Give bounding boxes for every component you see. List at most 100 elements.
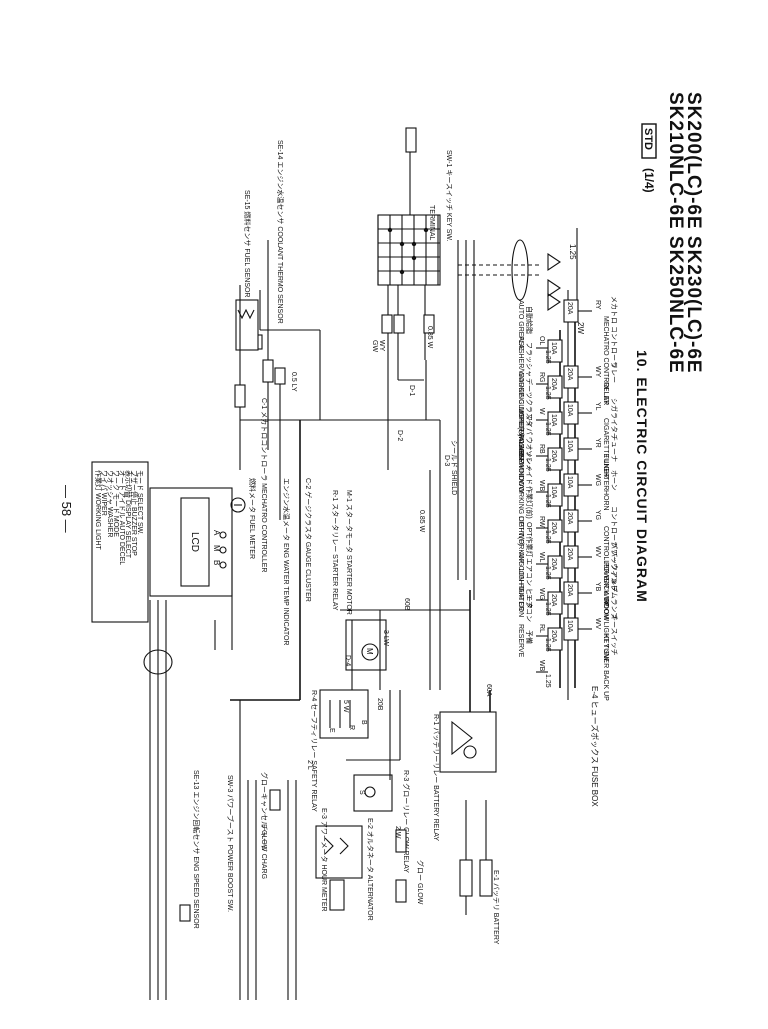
fuse-amp-left: 20A xyxy=(550,522,557,535)
selector-switch: モード SELECT SW. xyxy=(136,470,144,535)
starter-motor: M-1 スタータモータ STARTER MOTOR R-1 スタータリレー ST… xyxy=(230,420,387,701)
header-block: SK200(LC)-6E SK230(LC)-6E SK210NLC-6E SK… xyxy=(634,92,704,603)
fuel-meter-label: 燃料メータ FUEL METER xyxy=(248,478,257,559)
circuit-code: YB xyxy=(594,582,601,592)
circuit-wire-size: 1.25 xyxy=(544,386,551,400)
circuit-name-en: CIGARETTE LIGHTER xyxy=(602,418,609,490)
circuit-code: RL xyxy=(538,624,545,633)
circuit-wire-size: 1.25 xyxy=(544,350,551,364)
circuit-name-en: WORKING LIGHT(F) xyxy=(517,480,524,546)
fuse-amp-left: 20A xyxy=(550,378,557,391)
fuse-amp-right: 10A xyxy=(566,440,573,453)
svg-text:M: M xyxy=(365,648,374,655)
glow-relay: R-3 グローリレー GLOW RELAY xyxy=(353,770,411,873)
selector-switch: 表示切替 DISPLAY SELECT xyxy=(124,470,133,559)
fuse-amp-right: 10A xyxy=(566,620,573,633)
circuit-name-jp: チューナ xyxy=(610,434,618,462)
wire-label: 0.5 LY xyxy=(290,372,297,392)
circuit-name-jp: 作業灯(前) xyxy=(525,486,534,519)
circuit-name-en: AIR CON HEATER xyxy=(517,552,524,611)
battery-relay: R-1 バッテリーリレー BATTERY RELAY xyxy=(432,590,497,841)
wire-label: GW xyxy=(371,340,378,352)
alternator: E-2 オルタネータ ALTERNATOR E-3 アワーメータ HOUR ME… xyxy=(315,808,375,921)
fuse-cell xyxy=(547,447,563,471)
wire-label: D-2 xyxy=(396,430,403,441)
wire-label: 0.85 W xyxy=(426,326,433,349)
page-number: — 58 — xyxy=(59,485,74,533)
fuse-amp-right: 20A xyxy=(566,548,573,561)
circuit-name-jp: コントローラ バックアップ xyxy=(610,506,618,592)
harness-wires xyxy=(240,290,470,780)
circuit-wire-size: 1.25 xyxy=(544,458,551,472)
fuse-cell xyxy=(547,339,563,363)
lcd-label: LCD xyxy=(189,532,200,552)
wire-label: D-1 xyxy=(408,385,415,396)
circuit-name-en: ROOM LIGHT TUNER BACK UP xyxy=(602,598,609,701)
selector-switch: オートアイドル AUTO DECEL xyxy=(118,470,126,565)
fuse-amp-right: 20A xyxy=(566,302,573,315)
circuit-code: WB xyxy=(538,660,545,672)
alternator-label: E-2 オルタネータ ALTERNATOR xyxy=(366,818,375,921)
circuit-code: OL xyxy=(538,336,545,345)
circuit-name-en: POWER WINDOW xyxy=(602,562,609,621)
glow-relay-label: R-3 グローリレー GLOW RELAY xyxy=(402,770,411,873)
circuit-wire-size: 1.25 xyxy=(544,422,551,436)
circuit-name-jp: エアコン xyxy=(525,594,533,622)
circuit-name-en: AUTO GREASE xyxy=(517,300,524,351)
circuit-wire-size: 1.25 xyxy=(544,674,551,688)
circuit-wire-size: 1.25 xyxy=(544,494,551,508)
lower-switches: チャージ CHARG グローキャンセル GLOW SW-3 パワーブースト PO… xyxy=(179,700,297,1000)
lcd-key-a: A xyxy=(212,530,221,536)
power-boost-label: SW-3 パワーブースト POWER BOOST SW. xyxy=(226,775,235,912)
circuit-name-en: KEY SW. xyxy=(602,634,609,663)
std-badge-frame xyxy=(641,123,657,159)
circuit-name-jp: デーツクラスタ xyxy=(525,378,534,427)
circuit-name-jp: キースイッチ xyxy=(610,614,618,656)
key-switch: SW-1 キースイッチ KEY SW. TERMINAL xyxy=(377,127,453,420)
charge-label: チャージ CHARG xyxy=(260,824,268,879)
circuit-name-en: TUNER xyxy=(602,454,609,478)
circuit-name-en: OPT WORKING LIGHT xyxy=(517,516,524,590)
circuit-code: YL xyxy=(594,402,601,411)
circuit-code: RW xyxy=(538,516,545,528)
wire-label: WY xyxy=(378,340,385,352)
circuit-code: WV xyxy=(594,618,601,630)
circuit-name-jp: OPT作業灯 xyxy=(525,522,534,557)
selector-switch: 作業灯 WORKING LIGHT xyxy=(94,470,103,550)
circuit-name-jp: シガライター xyxy=(610,398,619,440)
terminal-label: TERMINAL xyxy=(428,205,435,241)
eng-water-temp-label: エンジン水温メータ ENG WATER TEMP INDICATOR xyxy=(282,478,291,646)
circuit-name-en: AIR CON xyxy=(517,588,524,617)
fuse-amp-left: 20A xyxy=(550,558,557,571)
circuit-code: WG xyxy=(594,474,601,486)
circuit-wire-size: 1.25 xyxy=(544,602,551,616)
sheet-number: (1/4) xyxy=(642,168,656,193)
fuse-amp-left: 20A xyxy=(550,594,557,607)
fuse-amp-right: 20A xyxy=(566,584,573,597)
mechatro-controller-label: C-1 メカトロコントローラ MECHATRO CONTROLLER xyxy=(260,398,268,573)
wire-label: 3 LW xyxy=(382,630,389,646)
circuit-code: WY xyxy=(594,366,601,378)
fuse-cells: 10A20A10A20A10A20A20A20A20A20A20A10A10A1… xyxy=(547,299,579,651)
fuse-cell xyxy=(547,411,563,435)
lcd-key-m: M xyxy=(212,545,221,552)
lcd-key-b: B xyxy=(212,560,221,565)
circuit-name-jp: ホーン xyxy=(610,470,618,491)
circuit-name-en: GAUGE CLUSTER POWER WINDOW xyxy=(517,372,524,493)
wire-label: S xyxy=(358,790,365,795)
circuit-name-en: MECHATRO CONTROLLER xyxy=(602,316,609,405)
engine-speed-sensor-label: SE-13 エンジン回転センサ ENG SPEED SENSOR xyxy=(192,770,200,929)
circuit-code: RY xyxy=(594,300,601,310)
circuit-name-jp: ワイパ ウオッシャ xyxy=(525,414,533,472)
wire-label-125: 1.25 xyxy=(568,244,577,260)
wire-label: D-3 xyxy=(443,455,450,466)
wire-label: 2 W xyxy=(394,826,401,839)
model-title-line1: SK200(LC)-6E SK230(LC)-6E xyxy=(683,92,704,374)
wire-label: 2 L xyxy=(306,760,313,770)
circuit-name-en: FLASHER/WORKING LIGHT(R)ALARM xyxy=(517,336,524,461)
circuit-name-en: RESERVE xyxy=(517,624,524,658)
model-title-line2: SK210NLC-6E SK250NLC-6E xyxy=(665,92,686,374)
